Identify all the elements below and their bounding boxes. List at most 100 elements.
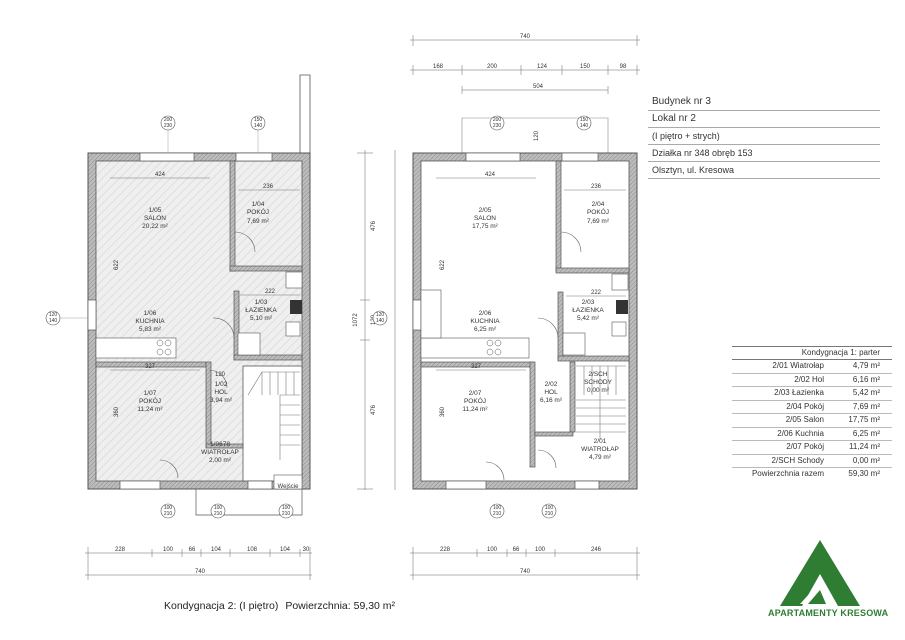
levels-label: (I piętro + strych) [648,128,880,145]
level-name: Kondygnacja 2: (I piętro) [164,600,279,612]
left-floor-plan: 1/05 SALON 20,22 m² 1/04 POKÓJ 7,69 m² 1… [45,74,312,580]
dim-label: 504 [533,84,544,90]
svg-text:120: 120 [376,312,385,318]
left-room-id: 1/05 [149,207,162,214]
left-room-id: 1/03 [255,299,268,306]
right-room-name: HOL [544,389,558,396]
dim-label: 740 [520,569,531,575]
dim-label: 66 [189,547,196,553]
building-label: Budynek nr 3 [648,94,880,111]
dim-label: 222 [591,290,602,296]
svg-text:150: 150 [580,117,589,123]
dim-label: 104 [211,547,222,553]
right-room-area: 7,69 m² [587,218,610,225]
dim-label: 740 [520,34,531,40]
right-room-area: 11,24 m² [462,406,488,413]
dim-label: 98 [620,64,627,70]
left-room-area: 3,94 m² [210,397,233,404]
dim-label: 360 [114,406,120,417]
left-room-id: 1/07 [144,390,157,397]
dim-label: 476 [371,404,377,415]
svg-text:230: 230 [164,123,173,129]
dim-label: 124 [537,64,548,70]
left-room-name: WIATROŁAP [201,449,239,456]
address-label: Olsztyn, ul. Kresowa [648,162,880,179]
svg-text:200: 200 [164,117,173,123]
svg-text:210: 210 [164,511,173,517]
unit-label: Lokal nr 2 [648,111,880,128]
left-room-name: HOL [214,389,228,396]
dim-label: 424 [155,172,166,178]
right-room-id: 2/03 [582,299,595,306]
plot-label: Działka nr 348 obręb 153 [648,145,880,162]
svg-text:140: 140 [580,123,589,129]
dim-label: 1072 [353,313,359,327]
right-room-id: 2/04 [592,201,605,208]
right-room-name: POKÓJ [464,396,486,405]
dim-label: 100 [163,547,174,553]
left-room-id: 1/02 [215,381,228,388]
right-room-area: 6,25 m² [474,326,497,333]
left-room-name: POKÓJ [139,396,161,405]
dim-label: 222 [265,289,276,295]
svg-text:210: 210 [545,511,554,517]
right-room-id: 2/06 [479,310,492,317]
right-room-area: 0,00 m² [587,387,610,394]
dim-label: 66 [513,547,520,553]
left-room-area: 5,10 m² [250,315,273,322]
left-stair-steps [247,371,300,460]
dim-label: 740 [195,569,206,575]
dim-label: 622 [114,259,120,270]
svg-text:230: 230 [493,123,502,129]
dim-label: 228 [440,547,451,553]
svg-text:140: 140 [254,123,263,129]
right-room-area: 5,42 m² [577,315,600,322]
right-room-name: POKÓJ [587,207,609,216]
right-room-name: SALON [474,215,496,222]
left-room-area: 2,00 m² [209,457,232,464]
svg-text:120: 120 [49,312,58,318]
left-room-name: SALON [144,215,166,222]
svg-text:140: 140 [49,318,58,324]
dim-label: 120 [534,130,540,141]
dim-label: 327 [471,364,482,370]
right-room-area: 17,75 m² [472,223,498,230]
svg-text:210: 210 [214,511,223,517]
dim-label: 100 [535,547,546,553]
dim-label: 236 [591,184,602,190]
svg-text:210: 210 [493,511,502,517]
svg-text:100: 100 [493,505,502,511]
left-room-area: 20,22 m² [142,223,168,230]
left-interior-walls [95,160,303,449]
logo-text: APARTAMENTY KRESOWA [768,608,889,618]
left-room-name: KUCHNIA [135,318,165,325]
dim-label: 104 [280,547,291,553]
svg-text:100: 100 [545,505,554,511]
dim-label: 476 [371,220,377,231]
entrance-label: Wejście [278,484,300,490]
dim-label: 424 [485,172,496,178]
level-caption: Kondygnacja 2: (I piętro) Powierzchnia: … [164,600,399,612]
project-info-box: Budynek nr 3 Lokal nr 2 (I piętro + stry… [648,94,880,179]
right-room-area: 4,79 m² [589,454,612,461]
dim-label: 228 [115,547,126,553]
dim-label: 150 [580,64,591,70]
svg-text:200: 200 [493,117,502,123]
left-room-id: 1/0678 [210,441,230,448]
dim-label: 108 [247,547,258,553]
left-room-id: 1/06 [144,310,157,317]
left-room-name: ŁAZIENKA [245,307,277,314]
svg-text:140: 140 [376,318,385,324]
dim-label: 120 [215,372,226,378]
left-staircase [242,365,303,482]
dim-label: 100 [487,547,498,553]
